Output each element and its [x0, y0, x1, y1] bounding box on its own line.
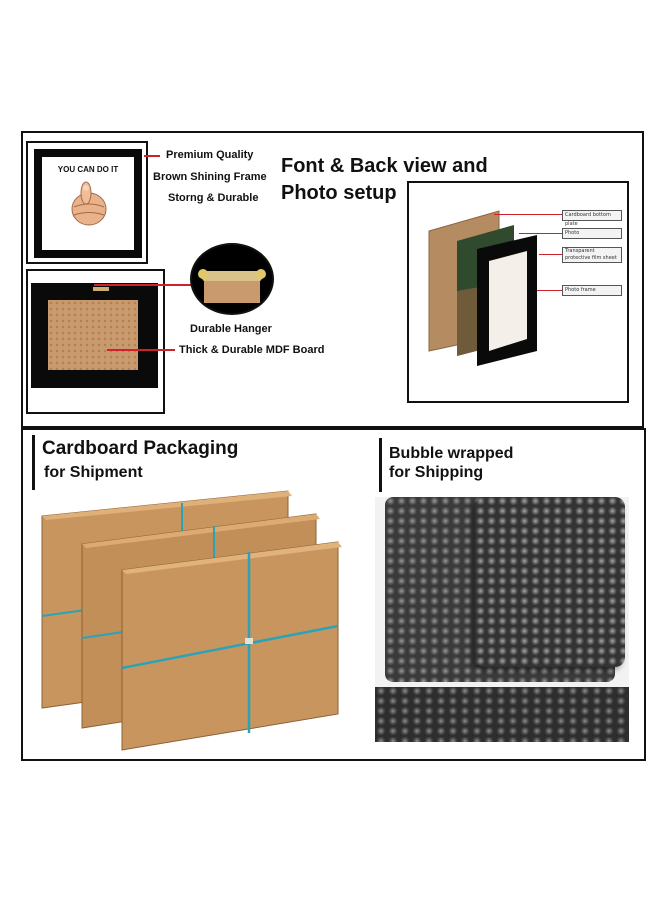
- hanger-screw-left: [198, 269, 208, 279]
- cardboard-subtitle: for Shipment: [44, 464, 143, 481]
- diagram-tag-2: Photo: [562, 228, 622, 239]
- diagram-line-4: [537, 290, 562, 291]
- cardboard-title-bar: [32, 435, 35, 490]
- hanger-screw-right: [256, 269, 266, 279]
- hanger-zoom: [190, 243, 274, 315]
- bubble-package-bottom: [375, 687, 629, 742]
- frame-border: YOU CAN DO IT: [34, 149, 142, 258]
- cardboard-title: Cardboard Packaging: [42, 438, 239, 459]
- diagram-tag-3: Transparent protective film sheet: [562, 247, 622, 263]
- diagram-label-2: Photo: [565, 230, 580, 236]
- label-mdf-board: Thick & Durable MDF Board: [179, 344, 325, 356]
- frame-front-image: YOU CAN DO IT: [26, 141, 148, 264]
- heading-line-1: Font & Back view and: [281, 155, 488, 173]
- diagram-tag-1: Cardboard bottom plate: [562, 210, 622, 227]
- bubble-subtitle: for Shipping: [389, 464, 484, 481]
- label-durable-hanger: Durable Hanger: [190, 323, 272, 335]
- label-premium-quality: Premium Quality: [166, 149, 254, 161]
- label-durable: Storng & Durable: [168, 192, 259, 204]
- bubble-package-front: [475, 497, 625, 667]
- diagram-line-2: [519, 233, 562, 234]
- diagram-label-4: Photo frame: [565, 287, 596, 293]
- diagram-line-3: [539, 254, 562, 255]
- bubble-title: Bubble wrapped: [389, 445, 514, 462]
- diagram-label-3: Transparent protective film sheet: [565, 248, 617, 261]
- frame-sign-text: YOU CAN DO IT: [57, 165, 119, 174]
- exploded-frame-illustration: [428, 210, 537, 366]
- diagram-label-1: Cardboard bottom plate: [565, 212, 611, 227]
- callout-line-quality: [144, 155, 160, 157]
- diagram-line-1: [494, 214, 562, 215]
- hanger-zoom-bracket: [202, 271, 262, 281]
- label-brown-frame: Brown Shining Frame: [153, 171, 267, 183]
- frame-back-image: [26, 269, 165, 414]
- bubble-title-bar: [379, 438, 382, 492]
- callout-line-hanger: [94, 284, 192, 286]
- diagram-tag-4: Photo frame: [562, 285, 622, 296]
- callout-line-mdf: [107, 349, 175, 351]
- hanger-zoom-board: [204, 277, 260, 303]
- frame-back-border: [31, 283, 158, 388]
- exploded-diagram: Cardboard bottom plate Photo Transparent…: [407, 181, 629, 403]
- pointing-hand-icon: [71, 181, 107, 226]
- hanger-small: [93, 287, 109, 291]
- bubble-wrap-illustration: [375, 497, 629, 742]
- mdf-board: [48, 300, 138, 370]
- cardboard-boxes-illustration: [41, 490, 342, 751]
- heading-line-2: Photo setup: [281, 182, 397, 204]
